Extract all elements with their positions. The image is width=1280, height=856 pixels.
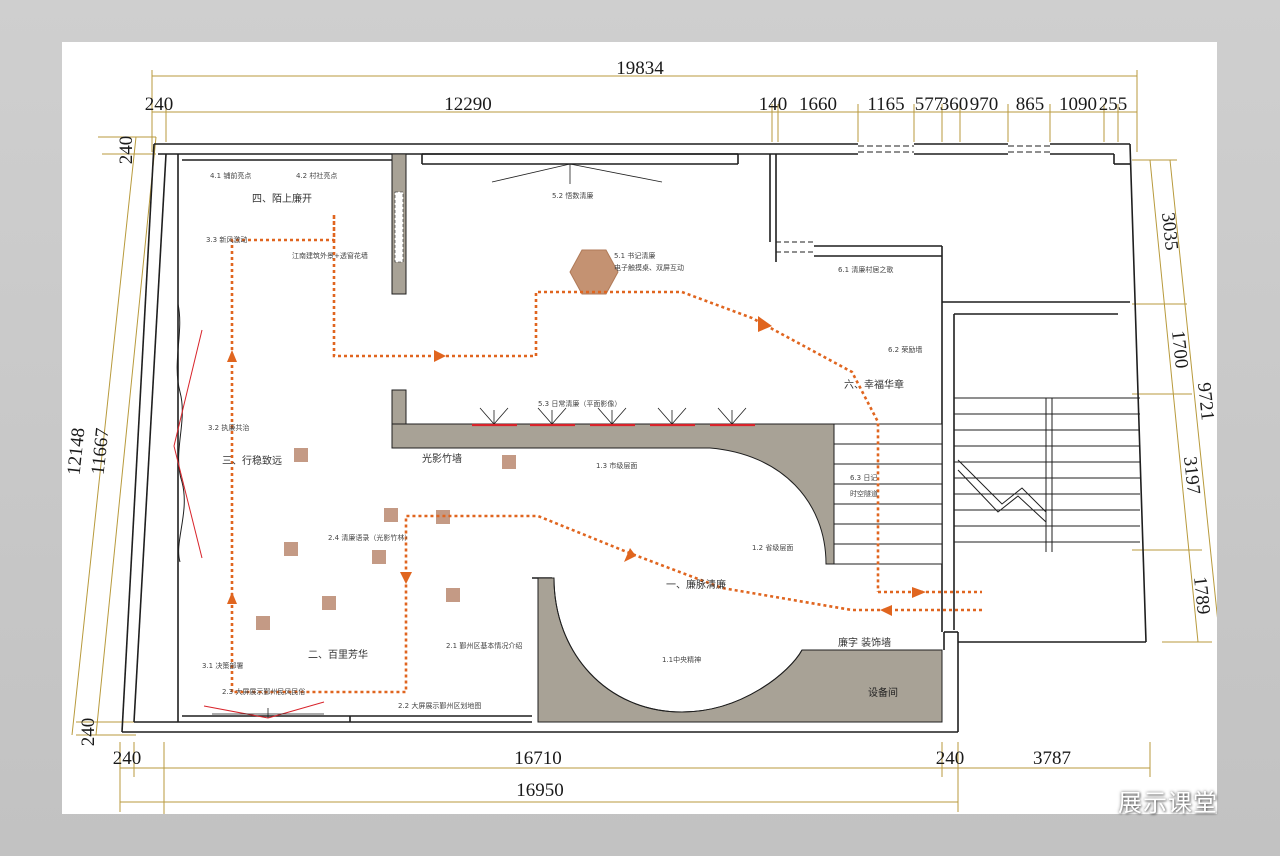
projection-lines (212, 163, 663, 718)
dim-right-seg: 3197 (1179, 455, 1204, 495)
label-section-1: 一、廉脉清廉 (666, 578, 726, 591)
dim-right-seg: 3035 (1157, 211, 1182, 251)
dim-top-seg: 360 (940, 94, 969, 115)
dim-bottom-seg: 240 (113, 748, 142, 769)
dim-top-seg: 865 (1016, 94, 1045, 115)
image-display-units (479, 407, 747, 425)
dim-right-seg: 1700 (1167, 329, 1192, 369)
display-markers (256, 448, 516, 630)
floor-plan-sheet: 19834 240 12290 140 1660 1165 577 360 97… (62, 42, 1217, 814)
dim-top-seg: 1090 (1059, 94, 1097, 115)
label-z41: 4.1 铺前亮点 (210, 171, 251, 180)
dim-top-seg: 1165 (867, 94, 904, 115)
watermark: 展示课堂 (1076, 780, 1218, 820)
exterior-walls (121, 143, 1147, 733)
label-z52: 5.2 悟数清廉 (552, 191, 593, 200)
label-jiangnan: 江南建筑外景+透窗花墙 (292, 251, 368, 260)
label-z63a: 6.3 日记 (850, 474, 877, 482)
label-z42: 4.2 村社亮点 (296, 171, 337, 180)
label-z51a: 5.1 书记清廉 (614, 251, 655, 260)
dim-top-total: 19834 (616, 58, 664, 79)
label-z22: 2.2 大屏展示鄞州区划地图 (398, 701, 481, 710)
stairwell-steps (954, 397, 1140, 552)
label-section-6: 六、幸福华章 (844, 378, 904, 391)
label-z33: 3.3 新风激动 (206, 235, 247, 244)
dim-bottom-total: 16950 (516, 780, 564, 801)
label-section-3: 三、行稳致远 (222, 454, 282, 467)
label-z12: 1.2 省级层面 (752, 543, 793, 552)
label-section-2: 二、百里芳华 (308, 648, 368, 661)
label-z51b: 电子触摸桌、双屏互动 (614, 263, 684, 272)
label-lianzi-wall: 廉字 装饰墙 (838, 636, 891, 649)
partition-wall-opening (394, 191, 404, 263)
dim-top-seg: 140 (759, 94, 788, 115)
dim-top-seg: 577 (915, 94, 944, 115)
dim-right-seg: 1789 (1189, 575, 1214, 615)
dim-left-outer: 12148 (64, 427, 90, 476)
hexagon-touch-table (569, 249, 619, 295)
label-section-4: 四、陌上廉开 (252, 192, 312, 205)
label-z63b: 时空隧道 (850, 489, 878, 498)
dim-top-seg: 1660 (799, 94, 837, 115)
dimension-labels: 19834 240 12290 140 1660 1165 577 360 97… (64, 58, 1217, 801)
dim-left-top: 240 (116, 136, 137, 165)
red-sightlines (173, 329, 325, 719)
dim-bottom-seg: 240 (936, 748, 965, 769)
floor-plan-drawing: 19834 240 12290 140 1660 1165 577 360 97… (64, 58, 1217, 814)
label-z61: 6.1 清廉村居之歌 (838, 265, 893, 274)
label-guangying: 光影竹墙 (422, 452, 462, 465)
dim-top-seg: 240 (145, 94, 174, 115)
label-z24: 2.4 清廉语录（光影竹林） (328, 533, 411, 542)
dim-bottom-seg: 3787 (1033, 748, 1071, 769)
label-z23: 2.3 大屏展示鄞州民风民俗 (222, 687, 305, 696)
label-z11: 1.1中央精神 (662, 655, 701, 664)
label-z32: 3.2 执廉共治 (208, 423, 249, 432)
label-z62: 6.2 荣励墙 (888, 345, 922, 354)
watermark-text: 展示课堂 (1118, 788, 1218, 817)
dim-left-inner: 11667 (88, 427, 114, 476)
dim-right-total: 9721 (1193, 381, 1217, 421)
dim-left-bottom: 240 (78, 718, 99, 747)
route-arrows (227, 316, 926, 616)
zone-labels: 4.1 铺前亮点 4.2 村社亮点 四、陌上廉开 3.3 新风激动 江南建筑外景… (202, 171, 922, 710)
wechat-icon (1077, 787, 1109, 812)
dim-bottom-seg: 16710 (514, 748, 562, 769)
label-z53: 5.3 日常清廉（平面影像） (538, 399, 621, 408)
circular-hall-outline (553, 577, 803, 713)
label-equipment-room: 设备间 (868, 686, 898, 699)
label-z21: 2.1 鄞州区基本情况介绍 (446, 641, 522, 650)
dim-top-seg: 255 (1099, 94, 1128, 115)
dim-top-seg: 970 (970, 94, 999, 115)
visitor-route (230, 214, 982, 694)
label-z31: 3.1 决策部署 (202, 661, 243, 670)
wavy-wall (176, 303, 185, 563)
label-z13: 1.3 市级层面 (596, 461, 637, 470)
dim-top-seg: 12290 (444, 94, 492, 115)
stair-steps (833, 423, 943, 565)
dimension-lines (71, 70, 1217, 814)
